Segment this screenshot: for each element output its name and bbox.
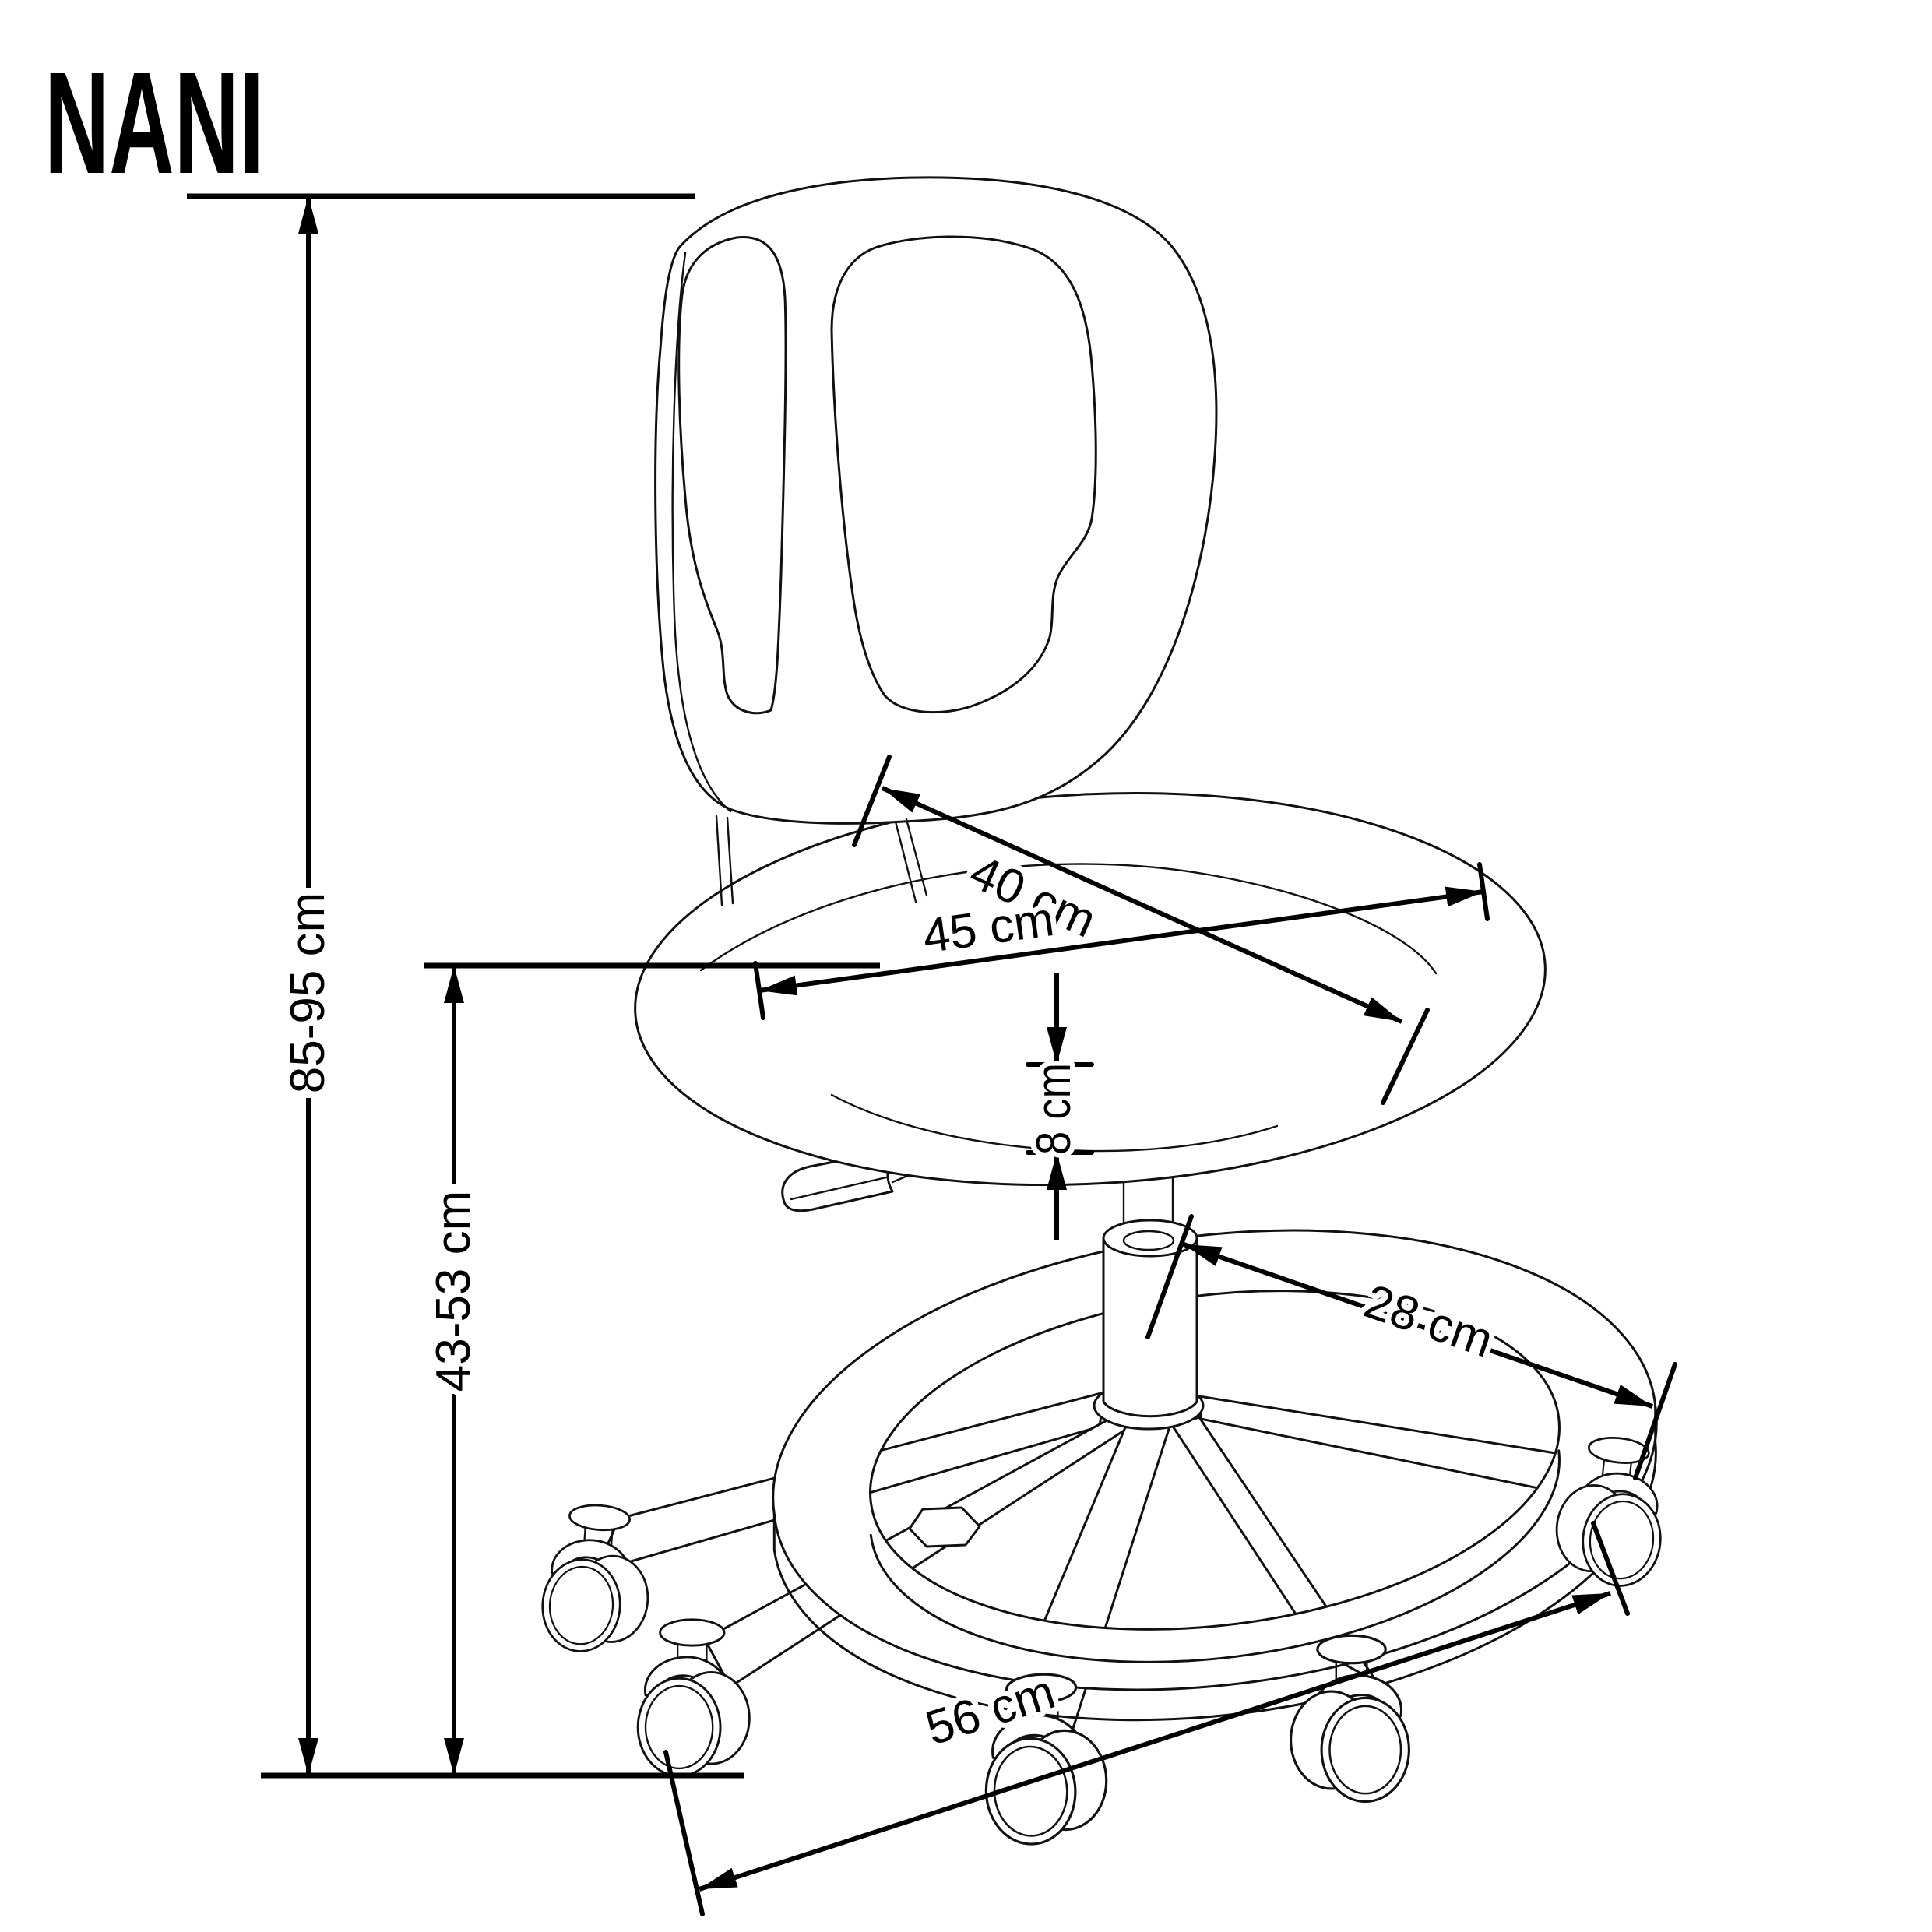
backrest	[654, 176, 1218, 906]
dim-seat-height: 43-53 cm	[421, 966, 486, 1775]
gas-lift-collar	[1102, 1219, 1198, 1418]
spoke-hex-nut	[908, 1506, 981, 1548]
dim-total-height: 85-95 cm	[276, 196, 340, 1775]
dim-seat-height-label: 43-53 cm	[427, 1191, 480, 1392]
backrest-cutout-right	[830, 235, 1097, 714]
product-title: NANI	[44, 43, 264, 204]
dim-cushion-thickness-label: 8 cm	[1027, 1063, 1081, 1155]
dim-total-height-label: 85-95 cm	[281, 892, 335, 1093]
chair-drawing	[538, 176, 1672, 1847]
backrest-cutout-left	[677, 235, 787, 715]
backrest-left-seam	[671, 252, 732, 813]
backrest-struts	[715, 815, 928, 906]
seat-bottom-seam	[830, 1093, 1279, 1153]
dim-cushion-thickness: 8 cm	[1022, 973, 1094, 1240]
